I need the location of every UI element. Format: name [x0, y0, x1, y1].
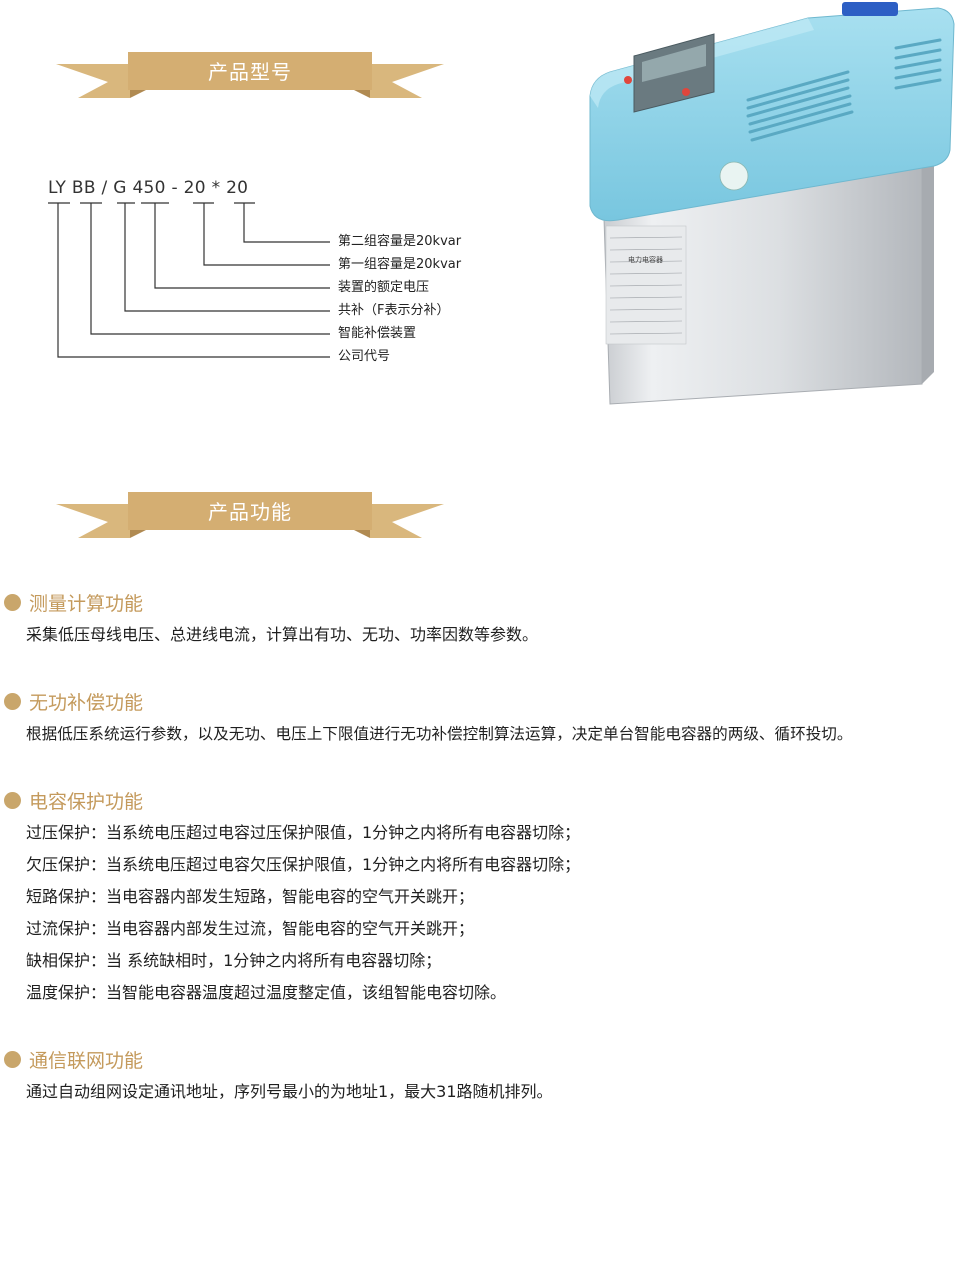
bullet-dot-icon	[4, 1050, 21, 1068]
section-compensation: 无功补偿功能	[4, 688, 143, 714]
section-title: 无功补偿功能	[29, 691, 144, 714]
model-legend-lines	[48, 202, 330, 358]
legend-item-smart-device: 智能补偿装置	[338, 326, 417, 341]
model-code: LY BB / G 450 - 20 * 20	[48, 178, 249, 198]
protection-line-overcurrent: 过流保护：当电容器内部发生过流，智能电容的空气开关跳开；	[26, 919, 475, 938]
section-text: 根据低压系统运行参数，以及无功、电压上下限值进行无功补偿控制算法运算，决定单台智…	[26, 725, 853, 743]
legend-item-rated-voltage: 装置的额定电压	[338, 280, 430, 295]
section-banner-model: 产品型号	[56, 52, 444, 98]
section-title: 测量计算功能	[29, 592, 144, 615]
legend-item-first-group: 第一组容量是20kvar	[338, 257, 462, 272]
legend-item-compensation-type: 共补（F表示分补）	[338, 303, 450, 318]
section-banner-function: 产品功能	[56, 492, 444, 538]
section-title: 通信联网功能	[29, 1049, 144, 1072]
section-text: 采集低压母线电压、总进线电流，计算出有功、无功、功率因数等参数。	[26, 625, 539, 644]
legend-item-company-code: 公司代号	[338, 349, 391, 364]
protection-line-phaseloss: 缺相保护：当 系统缺相时，1分钟之内将所有电容器切除；	[26, 951, 442, 970]
section-text: 通过自动组网设定通讯地址，序列号最小的为地址1，最大31路随机排列。	[26, 1082, 553, 1101]
section-title: 电容保护功能	[29, 790, 144, 813]
product-image: 电力电容器	[589, 2, 955, 405]
protection-line-shortcircuit: 短路保护：当电容器内部发生短路，智能电容的空气开关跳开；	[26, 887, 475, 906]
protection-line-temperature: 温度保护：当智能电容器温度超过温度整定值，该组智能电容切除。	[26, 983, 507, 1002]
function-section-title: 产品功能	[208, 500, 292, 524]
bullet-dot-icon	[4, 593, 21, 611]
bullet-dot-icon	[4, 692, 21, 710]
bullet-dot-icon	[4, 791, 21, 809]
legend-item-second-group: 第二组容量是20kvar	[338, 234, 462, 249]
ribbon-shape	[56, 52, 444, 98]
section-protection: 电容保护功能	[4, 787, 143, 813]
panel-label: 电力电容器	[628, 255, 663, 264]
model-section-title: 产品型号	[208, 60, 292, 84]
section-network: 通信联网功能	[4, 1046, 143, 1072]
protection-line-overvoltage: 过压保护：当系统电压超过电容过压保护限值，1分钟之内将所有电容器切除；	[26, 823, 581, 842]
section-measure: 测量计算功能	[4, 589, 143, 615]
protection-line-undervoltage: 欠压保护：当系统电压超过电容欠压保护限值，1分钟之内将所有电容器切除；	[26, 855, 581, 874]
ribbon-shape	[56, 492, 444, 538]
